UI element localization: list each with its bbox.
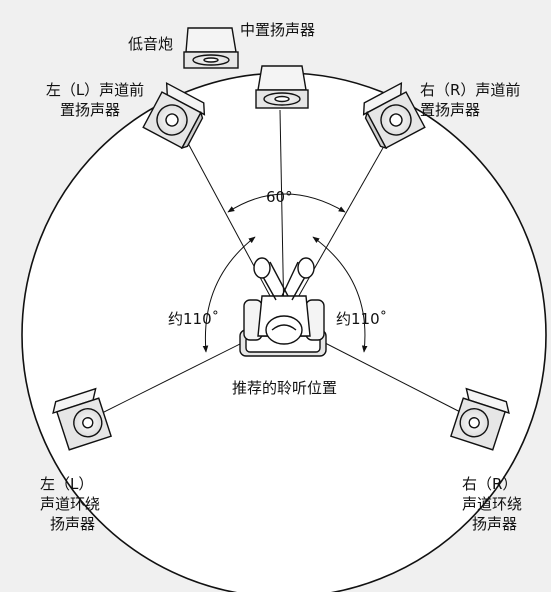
surround-right-label-line3: 扬声器 — [472, 515, 518, 533]
front-right-speaker — [362, 81, 426, 150]
left-angle-arc — [202, 236, 256, 353]
center-speaker — [255, 65, 309, 109]
subwoofer-label: 低音炮 — [128, 35, 174, 53]
surround-left-label-line3: 扬声器 — [50, 515, 96, 533]
surround-left-label-line2: 声道环绕 — [40, 495, 101, 513]
front-right-label-line1: 右（R）声道前 — [420, 81, 521, 99]
surround-right-label: 右（R） 声道环绕 扬声器 — [462, 474, 522, 534]
center-speaker-label: 中置扬声器 — [240, 21, 316, 39]
surround-left-label-line1: 左（L） — [40, 475, 94, 493]
front-left-label-line2: 置扬声器 — [60, 101, 121, 119]
surround-left-speaker — [52, 387, 112, 451]
listener-figure — [239, 257, 327, 357]
left-angle-label: 约110˚ — [168, 310, 220, 328]
front-angle-label: 60° — [266, 188, 293, 206]
subwoofer-speaker — [183, 27, 239, 69]
front-right-label: 右（R）声道前 置扬声器 — [420, 80, 520, 120]
surround-right-label-line1: 右（R） — [462, 475, 518, 493]
front-left-label-line1: 左（L）声道前 — [45, 81, 145, 99]
surround-right-label-line2: 声道环绕 — [462, 495, 523, 513]
surround-right-speaker — [450, 387, 510, 451]
front-left-label: 左（L）声道前 置扬声器 — [20, 80, 170, 120]
front-angle-arc — [227, 193, 346, 213]
front-right-label-line2: 置扬声器 — [420, 101, 481, 119]
listening-position-label: 推荐的聆听位置 — [232, 379, 338, 397]
front-left-speaker — [142, 81, 206, 150]
right-angle-label: 约110˚ — [336, 310, 388, 328]
surround-left-label: 左（L） 声道环绕 扬声器 — [40, 474, 100, 534]
right-angle-arc — [312, 236, 368, 353]
